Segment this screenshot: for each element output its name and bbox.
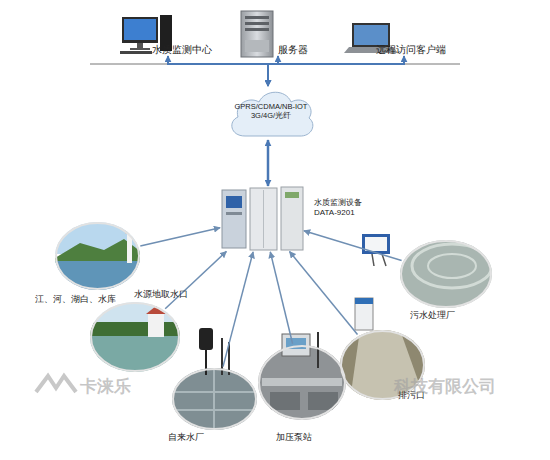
circle-border — [401, 241, 491, 307]
cabinet-panel — [285, 192, 299, 198]
connector-arrow — [168, 56, 268, 86]
server-icon — [241, 11, 273, 57]
circle-outline — [172, 368, 257, 430]
device-label: 服务器 — [278, 44, 318, 56]
controller-face — [365, 237, 387, 251]
analyzer-box — [282, 334, 310, 356]
circle-outline — [90, 302, 180, 372]
cloud-shape — [232, 92, 313, 136]
site-circle: 自来水厂 — [172, 368, 257, 430]
circle-border — [91, 303, 179, 371]
connector-arrow — [165, 251, 226, 308]
monitor-frame — [122, 17, 158, 43]
site-circle: 加压泵站 — [258, 345, 346, 420]
instrument-stripe — [355, 298, 373, 304]
connector-arrow — [140, 228, 220, 246]
circle-outline — [258, 345, 346, 420]
connector-arrow — [268, 56, 404, 86]
device-label: 水质监测中心 — [152, 44, 222, 56]
site-label: 水源地取水口 — [134, 289, 204, 300]
connector-arrow — [290, 252, 358, 335]
laptop-screen — [354, 25, 388, 45]
terminal-node: 服务器 — [238, 10, 318, 56]
pipe — [262, 378, 342, 386]
network-label: GPRS/CDMA/NB-IOT 3G/4G/光纤 — [231, 102, 311, 121]
intake-photo — [90, 302, 180, 372]
tank — [400, 240, 492, 308]
analyzer — [282, 332, 318, 368]
cabinet — [281, 187, 303, 250]
circle-border — [56, 223, 139, 289]
device-label: 远程访问客户端 — [376, 44, 460, 56]
cabinet — [222, 190, 246, 248]
server-case — [241, 11, 273, 57]
server-panel — [245, 40, 269, 52]
trees — [90, 322, 180, 338]
monitoring-device: 水质监测设备 DATA-9201 — [222, 186, 302, 250]
probe-cable — [317, 332, 319, 368]
terminal-node: 水质监测中心 — [118, 14, 218, 56]
cabinet — [250, 188, 277, 250]
instrument — [355, 298, 373, 330]
circle-outline — [400, 240, 492, 308]
probe — [199, 328, 229, 375]
pump — [270, 392, 300, 410]
controller-frame — [362, 234, 390, 254]
tank-ring — [412, 244, 492, 288]
water — [55, 261, 140, 291]
monitor-stand — [137, 43, 143, 48]
circle-border — [173, 369, 256, 429]
site-circle: 污水处理厂 — [400, 240, 492, 308]
pool-edge — [213, 368, 215, 430]
probe-head — [199, 328, 213, 350]
watermark: 科技有限公司 — [394, 375, 496, 398]
connector-arrow — [223, 252, 253, 367]
intake-building — [148, 313, 164, 337]
network-bar — [90, 64, 460, 65]
waterworks-photo — [172, 368, 257, 430]
terminal-node: 远程访问客户端 — [348, 20, 460, 56]
pool — [172, 368, 257, 430]
server-bay — [245, 28, 269, 31]
probe-cable — [382, 254, 386, 266]
water — [90, 336, 180, 372]
site-circle: 江、河、湖白、水库 — [55, 222, 140, 290]
connector-arrow — [268, 56, 278, 86]
site-label: 加压泵站 — [276, 432, 336, 443]
keyboard — [120, 51, 152, 54]
device-label: 水质监测设备 DATA-9201 — [314, 198, 372, 218]
server-bay — [245, 16, 269, 19]
sewage-photo — [400, 240, 492, 308]
site-label: 污水处理厂 — [410, 310, 480, 321]
site-label: 自来水厂 — [168, 432, 228, 443]
cabinet-slot — [226, 212, 242, 215]
river-photo — [55, 222, 140, 291]
circle-outline — [55, 222, 140, 290]
network-cloud: GPRS/CDMA/NB-IOT 3G/4G/光纤 — [225, 86, 317, 140]
probe-cable — [372, 254, 374, 266]
monitor-screen — [124, 19, 156, 40]
watermark-logo — [36, 376, 76, 392]
cabinet-panel — [226, 196, 242, 208]
monitor-base — [130, 48, 150, 50]
tank-ring — [428, 254, 476, 278]
probe-cable — [205, 350, 207, 375]
site-circle: 水源地取水口 — [90, 302, 180, 372]
laptop-lid — [352, 23, 390, 47]
connector-arrow — [270, 252, 292, 344]
connector-arrow — [304, 231, 402, 261]
circle-border — [259, 346, 345, 419]
server-bay — [245, 22, 269, 25]
monitoring-cabinets — [222, 187, 303, 250]
instrument-box — [355, 298, 373, 330]
connector-arrow — [267, 140, 270, 186]
watermark: 卡涞乐 — [80, 375, 131, 398]
controller — [362, 234, 390, 266]
cabinet-door-line — [263, 190, 264, 248]
